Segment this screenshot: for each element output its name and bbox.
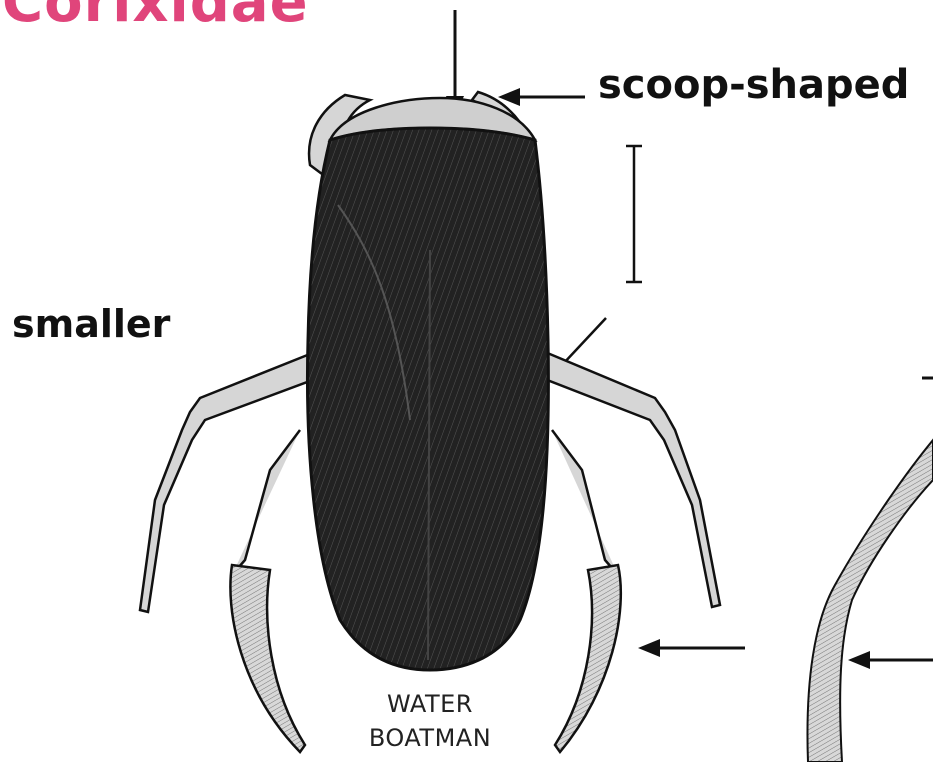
caption-line-1: WATER [340,690,520,718]
hindleg-arrow [638,639,745,657]
cropped-hind-leg [807,440,933,762]
caption-line-2: BOATMAN [340,724,520,752]
smaller-label: smaller [12,302,170,346]
scoop-shaped-label: scoop-shaped [598,62,909,108]
scale-bar [626,146,642,282]
scoop-arrow [498,88,585,106]
